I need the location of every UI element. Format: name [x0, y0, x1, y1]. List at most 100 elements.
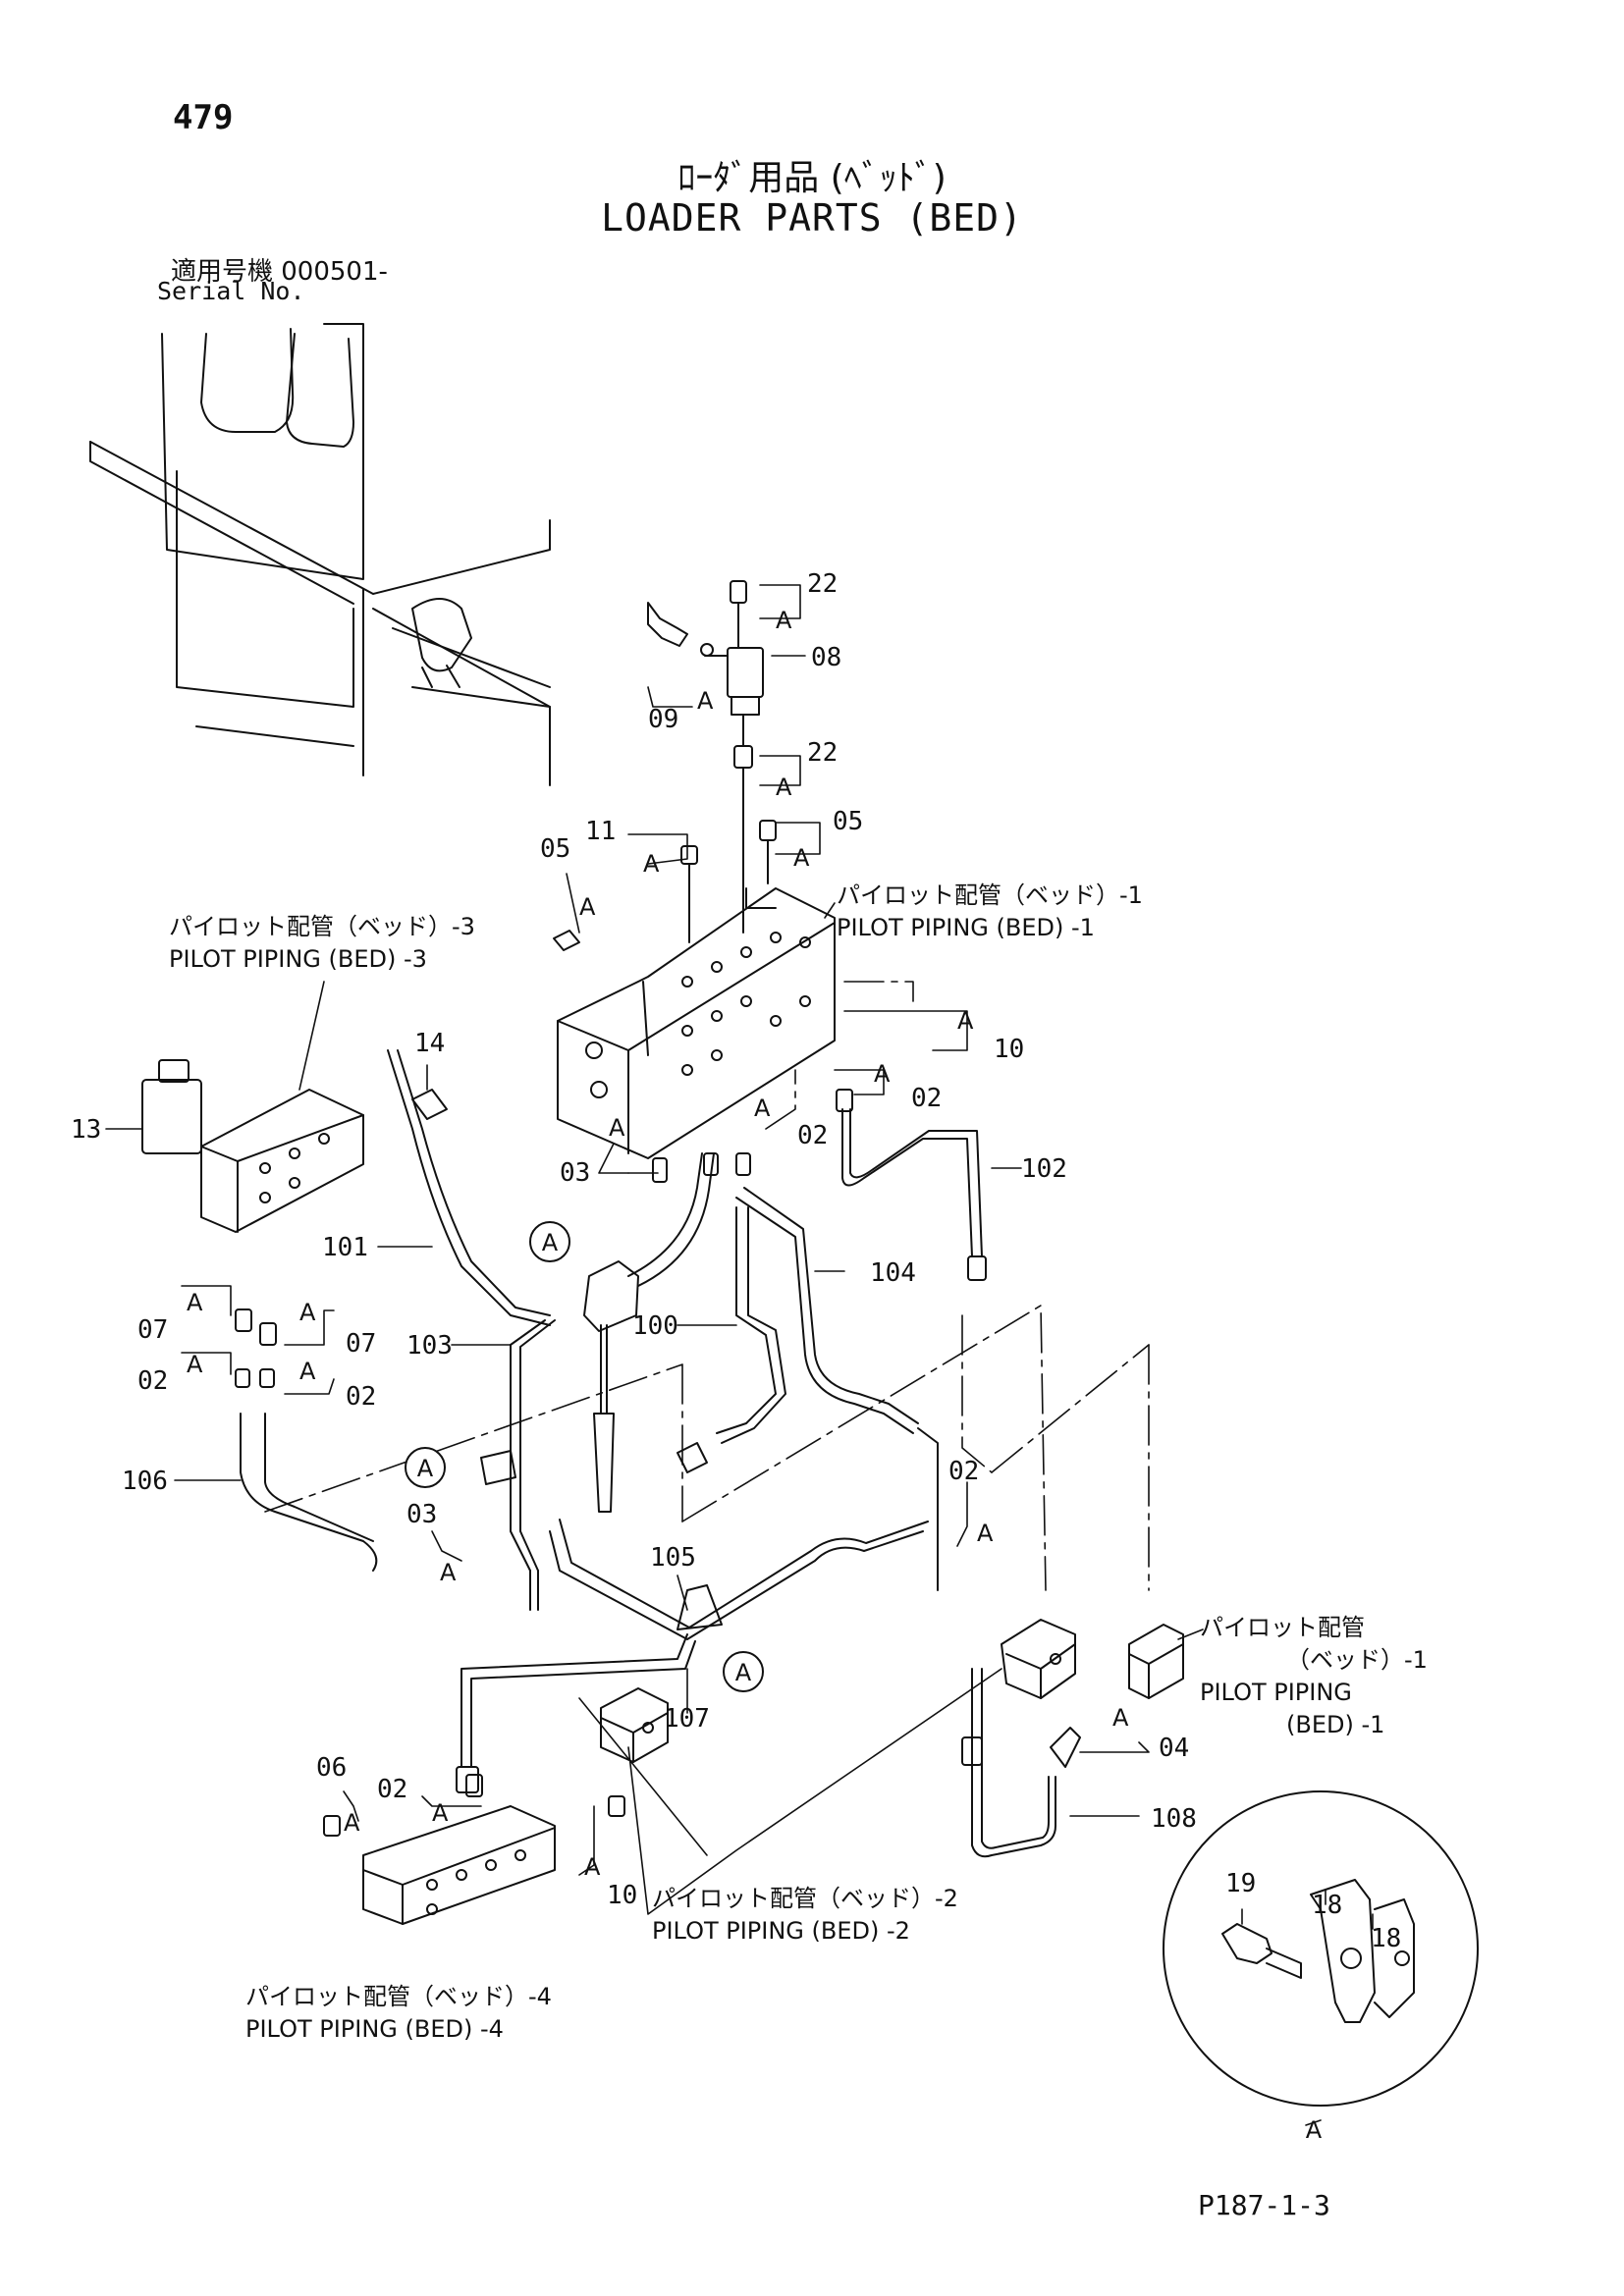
part-label-100: 100	[632, 1311, 678, 1341]
pipe-102	[842, 1109, 972, 1256]
svg-text:A: A	[609, 1114, 625, 1142]
part-label-04: 04	[1159, 1734, 1190, 1763]
a-markers: A A A A A A A A A A A A A A A A A A A A	[187, 607, 1129, 1881]
part-label-108: 108	[1151, 1804, 1197, 1834]
svg-text:A: A	[977, 1520, 994, 1547]
pipe-107	[461, 1634, 687, 1767]
part-label-02-right: 02	[346, 1382, 377, 1412]
part-label-09: 09	[648, 705, 679, 734]
part-label-07-right: 07	[346, 1329, 377, 1359]
part-label-08: 08	[811, 643, 842, 672]
svg-text:A: A	[793, 844, 810, 872]
part-label-07-left: 07	[137, 1315, 169, 1345]
part-label-102: 102	[1021, 1154, 1067, 1184]
caption-en: PILOT PIPING (BED) -3	[169, 945, 427, 973]
part-label-101: 101	[322, 1233, 368, 1262]
elbow-fitting-04	[1051, 1728, 1080, 1767]
svg-text:A: A	[754, 1095, 771, 1122]
part-label-10-top: 10	[994, 1035, 1025, 1064]
callout-circles	[406, 1222, 763, 1691]
clamp-lower	[677, 1585, 722, 1629]
svg-text:A: A	[299, 1299, 316, 1326]
caption-jp: パイロット配管（ベッド）-4	[245, 1983, 552, 2010]
svg-text:A: A	[299, 1358, 316, 1385]
part-label-22-mid: 22	[807, 738, 839, 768]
caption-en-line1: PILOT PIPING	[1200, 1679, 1352, 1706]
part-label-05-right: 05	[833, 807, 864, 836]
svg-text:A: A	[643, 850, 660, 878]
plug-11	[681, 846, 697, 864]
tee-adapter-08	[705, 581, 763, 715]
caption-en-line2: (BED) -1	[1286, 1711, 1385, 1738]
pilot-block-3	[142, 1060, 363, 1232]
callout-a-middle: A	[417, 1455, 434, 1482]
pilot-block-2-center	[601, 1688, 668, 1762]
title-english: LOADER PARTS (BED)	[601, 196, 1023, 240]
pilot-block-2-right	[1001, 1620, 1183, 1698]
caption-jp: パイロット配管（ベッド）-1	[837, 881, 1143, 909]
pilot-block-4	[363, 1806, 555, 1924]
fitting-05-left	[554, 931, 579, 950]
part-label-19: 19	[1225, 1869, 1257, 1898]
svg-text:A: A	[776, 774, 792, 801]
part-label-105: 105	[650, 1543, 696, 1573]
drawing-reference-number: P187-1-3	[1198, 2189, 1330, 2221]
clamp-upper	[584, 1261, 638, 1331]
caption-pilot-piping-3: パイロット配管（ベッド）-3 PILOT PIPING (BED) -3	[169, 911, 475, 976]
detail-view-label: A	[1306, 2116, 1323, 2144]
part-label-107: 107	[664, 1704, 710, 1734]
pipe-103	[511, 1320, 545, 1571]
part-label-03-top: 03	[560, 1158, 591, 1188]
callout-a-upper: A	[542, 1229, 559, 1256]
caption-en: PILOT PIPING (BED) -4	[245, 2015, 504, 2043]
svg-text:A: A	[1112, 1704, 1129, 1732]
page-number: 479	[173, 98, 234, 137]
elbow-fitting-09	[648, 603, 713, 656]
detail-view-circle	[1164, 1791, 1478, 2106]
svg-text:A: A	[187, 1289, 203, 1316]
caption-jp: パイロット配管（ベッド）-2	[652, 1885, 958, 1912]
part-label-103: 103	[406, 1331, 453, 1361]
title-japanese: ﾛｰﾀﾞ用品 (ﾍﾞｯﾄﾞ)	[677, 158, 947, 198]
svg-text:A: A	[579, 893, 596, 921]
svg-text:A: A	[776, 607, 792, 634]
svg-text:A: A	[697, 687, 714, 715]
part-label-02-b: 02	[797, 1121, 829, 1150]
part-label-06: 06	[316, 1753, 348, 1783]
part-label-05-left: 05	[540, 834, 571, 864]
part-label-13: 13	[71, 1115, 102, 1145]
pipe-105	[550, 1531, 923, 1639]
svg-text:A: A	[440, 1559, 457, 1586]
part-label-104: 104	[870, 1258, 916, 1288]
part-label-02-bottom: 02	[377, 1775, 408, 1804]
caption-pilot-piping-1-right: パイロット配管 （ベッド）-1 PILOT PIPING (BED) -1	[1200, 1612, 1428, 1741]
caption-en: PILOT PIPING (BED) -1	[837, 914, 1095, 941]
pipe-101	[388, 1050, 550, 1325]
svg-text:A: A	[432, 1799, 449, 1827]
pipe-106	[241, 1414, 376, 1571]
cab-machine-outline	[90, 324, 550, 785]
pipe-108	[972, 1669, 1056, 1856]
part-label-03-mid: 03	[406, 1500, 438, 1529]
svg-text:A: A	[584, 1853, 601, 1881]
part-label-02-mid-right: 02	[948, 1457, 980, 1486]
fitting-14	[412, 1090, 447, 1119]
part-label-18-a: 18	[1312, 1891, 1343, 1920]
svg-text:A: A	[187, 1351, 203, 1378]
pipe-104	[736, 1198, 913, 1433]
caption-pilot-piping-2: パイロット配管（ベッド）-2 PILOT PIPING (BED) -2	[652, 1883, 958, 1948]
caption-jp-line2: （ベッド）-1	[1286, 1646, 1428, 1674]
part-label-02-left: 02	[137, 1366, 169, 1396]
caption-pilot-piping-1-top: パイロット配管（ベッド）-1 PILOT PIPING (BED) -1	[837, 880, 1143, 944]
part-label-10-bottom: 10	[607, 1881, 638, 1910]
caption-pilot-piping-4: パイロット配管（ベッド）-4 PILOT PIPING (BED) -4	[245, 1981, 552, 2046]
serial-label-english: Serial No.	[157, 277, 305, 305]
part-label-11: 11	[585, 817, 617, 846]
svg-text:A: A	[344, 1809, 360, 1837]
caption-jp-line1: パイロット配管	[1200, 1614, 1365, 1641]
part-label-106: 106	[122, 1467, 168, 1496]
pipe-100	[717, 1207, 776, 1433]
part-label-18-b: 18	[1371, 1924, 1402, 1953]
svg-text:A: A	[874, 1060, 891, 1088]
